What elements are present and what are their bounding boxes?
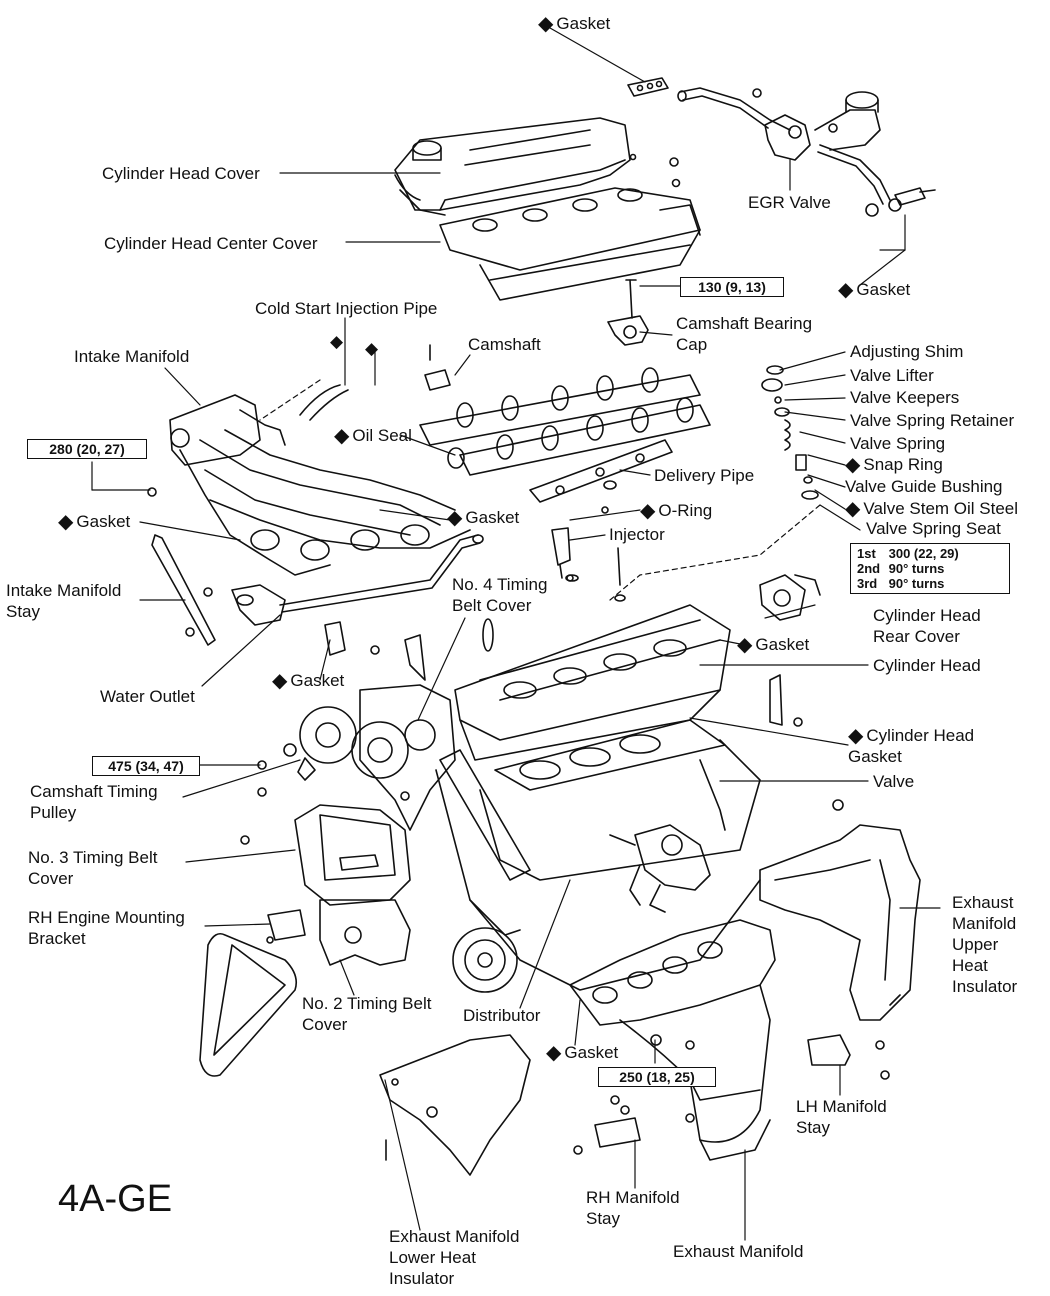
label-camshaft: Camshaft — [468, 335, 541, 354]
label-cylinder-head-cover: Cylinder Head Cover — [102, 164, 260, 183]
cylinder-head-shape — [454, 547, 731, 761]
diamond-icon: ◆ — [848, 725, 864, 747]
label-gasket-intake-right: ◆Gasket — [447, 507, 520, 529]
label-rh-engine-mounting-bracket: RH Engine Mounting Bracket — [28, 908, 185, 948]
delivery-pipe-shape — [529, 439, 673, 503]
label-gasket-exhaust: ◆Gasket — [546, 1042, 619, 1064]
no4-timing-belt-cover-shape — [359, 618, 494, 831]
label-no2-timing-belt-cover: No. 2 Timing Belt Cover — [302, 994, 432, 1034]
water-outlet-shape — [185, 584, 346, 656]
label-valve-keepers: Valve Keepers — [850, 388, 960, 407]
label-o-ring: ◆O-Ring — [640, 500, 713, 522]
label-camshaft-timing-pulley: Camshaft Timing Pulley — [30, 782, 158, 822]
label-camshaft-bearing-cap: Camshaft Bearing Cap — [676, 314, 813, 354]
timing-belt-shape — [435, 749, 531, 936]
label-cold-start-injection-pipe: Cold Start Injection Pipe — [255, 299, 438, 318]
diamond-icon: ◆ — [546, 1042, 562, 1064]
camshaft-bearing-cap-shape — [607, 153, 681, 346]
no2-timing-belt-cover-shape — [319, 899, 411, 966]
torque-exhaust-manifold: 250 (18, 25) — [598, 1067, 716, 1087]
label-oil-seal: ◆Oil Seal — [334, 425, 412, 447]
leader-lines — [91, 23, 941, 1241]
diamond-icon: ◆ — [538, 13, 554, 35]
egr-valve-shape — [677, 87, 936, 217]
rh-manifold-stay-shape — [573, 1095, 641, 1155]
v-belt-shape — [199, 932, 298, 1077]
diamond-icon: ◆ — [447, 507, 463, 529]
camshaft-shape — [419, 344, 711, 476]
label-gasket-top: ◆Gasket — [538, 13, 611, 35]
injector-shape — [551, 527, 579, 582]
cylinder-head-cover-shape — [394, 117, 631, 216]
label-cylinder-head-rear-cover: Cylinder Head Rear Cover — [873, 606, 981, 646]
diamond-marker-2: ◆ — [365, 339, 379, 358]
exhaust-manifold-upper-heat-insulator-shape — [759, 799, 921, 1021]
label-rh-manifold-stay: RH Manifold Stay — [586, 1188, 680, 1228]
rh-engine-mounting-bracket-shape — [266, 909, 306, 944]
label-no4-timing-belt-cover: No. 4 Timing Belt Cover — [452, 575, 548, 615]
crankshaft-pulley-shape — [452, 927, 518, 993]
label-lh-manifold-stay: LH Manifold Stay — [796, 1097, 887, 1137]
diamond-icon: ◆ — [58, 511, 74, 533]
label-delivery-pipe: Delivery Pipe — [654, 466, 755, 485]
diamond-icon: ◆ — [838, 279, 854, 301]
distributor-shape — [609, 824, 711, 913]
torque-step-2: 2nd 90° turns — [857, 561, 945, 576]
diamond-marker-1: ◆ — [330, 332, 344, 351]
torque-step-1: 1st 300 (22, 29) — [857, 546, 959, 561]
label-gasket-intake: ◆Gasket — [58, 511, 131, 533]
exhaust-manifold-shape — [569, 919, 776, 1161]
label-cylinder-head-center-cover: Cylinder Head Center Cover — [104, 234, 318, 253]
no3-timing-belt-cover-shape — [294, 804, 411, 906]
torque-intake-manifold: 280 (20, 27) — [27, 439, 147, 459]
label-intake-manifold-stay: Intake Manifold Stay — [6, 581, 122, 621]
label-adjusting-shim: Adjusting Shim — [850, 342, 964, 361]
label-water-outlet: Water Outlet — [100, 687, 195, 706]
cylinder-head-center-cover-shape — [439, 187, 701, 301]
label-gasket-rear-cover: ◆Gasket — [737, 634, 810, 656]
lh-manifold-stay-shape — [807, 1034, 890, 1080]
label-egr-valve: EGR Valve — [748, 193, 831, 212]
label-exhaust-manifold: Exhaust Manifold — [673, 1242, 804, 1261]
diamond-icon: ◆ — [737, 634, 753, 656]
diamond-icon: ◆ — [845, 454, 861, 476]
cylinder-block-shape — [469, 719, 761, 991]
label-valve-lifter: Valve Lifter — [850, 366, 934, 385]
exhaust-manifold-lower-heat-insulator-shape — [379, 1034, 531, 1176]
label-cylinder-head-gasket: ◆Cylinder Head Gasket — [848, 725, 975, 767]
diamond-icon: ◆ — [272, 670, 288, 692]
label-snap-ring: ◆Snap Ring — [845, 454, 943, 476]
label-valve-spring-seat: Valve Spring Seat — [866, 519, 1001, 538]
label-cylinder-head: Cylinder Head — [873, 656, 981, 675]
engine-code: 4A-GE — [58, 1178, 173, 1220]
label-valve-spring: Valve Spring — [850, 434, 946, 453]
gasket-top-shape — [627, 77, 669, 97]
torque-step-3: 3rd 90° turns — [857, 576, 945, 591]
label-no3-timing-belt-cover: No. 3 Timing Belt Cover — [28, 848, 158, 888]
label-distributor: Distributor — [463, 1006, 541, 1025]
label-exhaust-manifold-lower-heat-insulator: Exhaust Manifold Lower Heat Insulator — [389, 1227, 520, 1288]
intake-manifold-shape — [169, 384, 471, 576]
torque-camshaft-cap: 130 (9, 13) — [680, 277, 784, 297]
torque-camshaft-pulley: 475 (34, 47) — [92, 756, 200, 776]
camshaft-timing-pulley-shape — [283, 706, 409, 781]
label-valve-stem-oil-steel: ◆Valve Stem Oil Steel — [845, 498, 1019, 520]
intake-manifold-stay-shape — [151, 534, 484, 646]
label-exhaust-manifold-upper-heat-insulator: Exhaust Manifold Upper Heat Insulator — [952, 893, 1018, 996]
diamond-icon: ◆ — [640, 500, 656, 522]
diamond-icon: ◆ — [334, 425, 350, 447]
label-gasket-egr: ◆Gasket — [838, 279, 911, 301]
bolts-shape — [147, 487, 803, 1123]
diamond-icon: ◆ — [845, 498, 861, 520]
valve-train-shape — [761, 365, 819, 500]
label-intake-manifold: Intake Manifold — [74, 347, 190, 366]
label-gasket-water-outlet: ◆Gasket — [272, 670, 345, 692]
cylinder-head-rear-cover-shape — [759, 574, 821, 621]
label-valve-guide-bushing: Valve Guide Bushing — [845, 477, 1003, 496]
label-valve: Valve — [873, 772, 915, 791]
label-injector: Injector — [609, 525, 665, 544]
torque-head-bolts: 1st 300 (22, 29) 2nd 90° turns 3rd 90° t… — [850, 543, 1010, 594]
label-valve-spring-retainer: Valve Spring Retainer — [850, 411, 1015, 430]
